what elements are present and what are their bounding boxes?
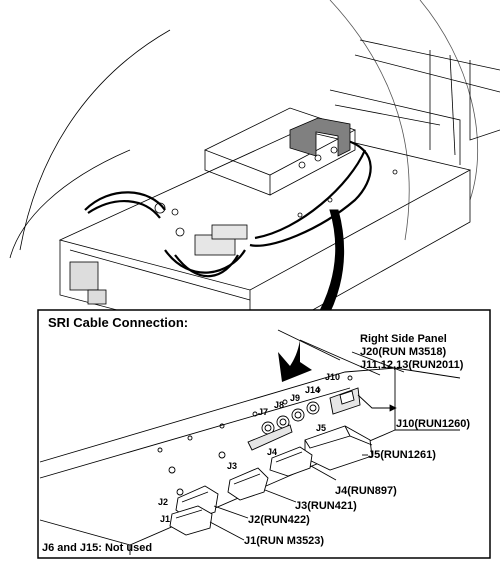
right-side-panel-drawing: [39, 329, 461, 555]
callout-j4: J4(RUN897): [335, 485, 397, 497]
connector-label-j2: J2: [158, 497, 169, 507]
connector-label-j10: J10: [325, 372, 341, 382]
connector-label-j5: J5: [316, 423, 327, 433]
callout-leaders: [209, 351, 405, 541]
callout-j3: J3(RUN421): [295, 500, 357, 512]
detail-title: SRI Cable Connection:: [48, 315, 189, 330]
assembly-overview: [9, 0, 500, 346]
connector-label-j14: J14: [305, 385, 321, 395]
connector-label-j7: J7: [258, 407, 269, 417]
footnote-unused-connectors: J6 and J15: Not used: [42, 542, 153, 554]
callout-j2: J2(RUN422): [248, 514, 310, 526]
panel-label-line2: J20(RUN M3518): [360, 346, 447, 358]
connector-label-j8: J8: [274, 400, 285, 410]
panel-label-line1: Right Side Panel: [360, 333, 447, 345]
connector-label-j1: J1: [160, 514, 171, 524]
panel-label-line3: J11,12,13(RUN2011): [360, 359, 464, 371]
callout-j1: J1(RUN M3523): [244, 535, 325, 547]
cable-harness: [84, 138, 372, 278]
detail-frame: [37, 309, 491, 559]
connector-label-j3: J3: [227, 461, 238, 471]
callout-j10: J10(RUN1260): [396, 418, 470, 430]
highlighted-bracket: [289, 117, 351, 157]
detail-pointer-arrow-tip: [278, 340, 312, 382]
connector-label-j9: J9: [290, 393, 301, 403]
callout-j5: J5(RUN1261): [368, 449, 436, 461]
connector-label-j4: J4: [267, 447, 278, 457]
